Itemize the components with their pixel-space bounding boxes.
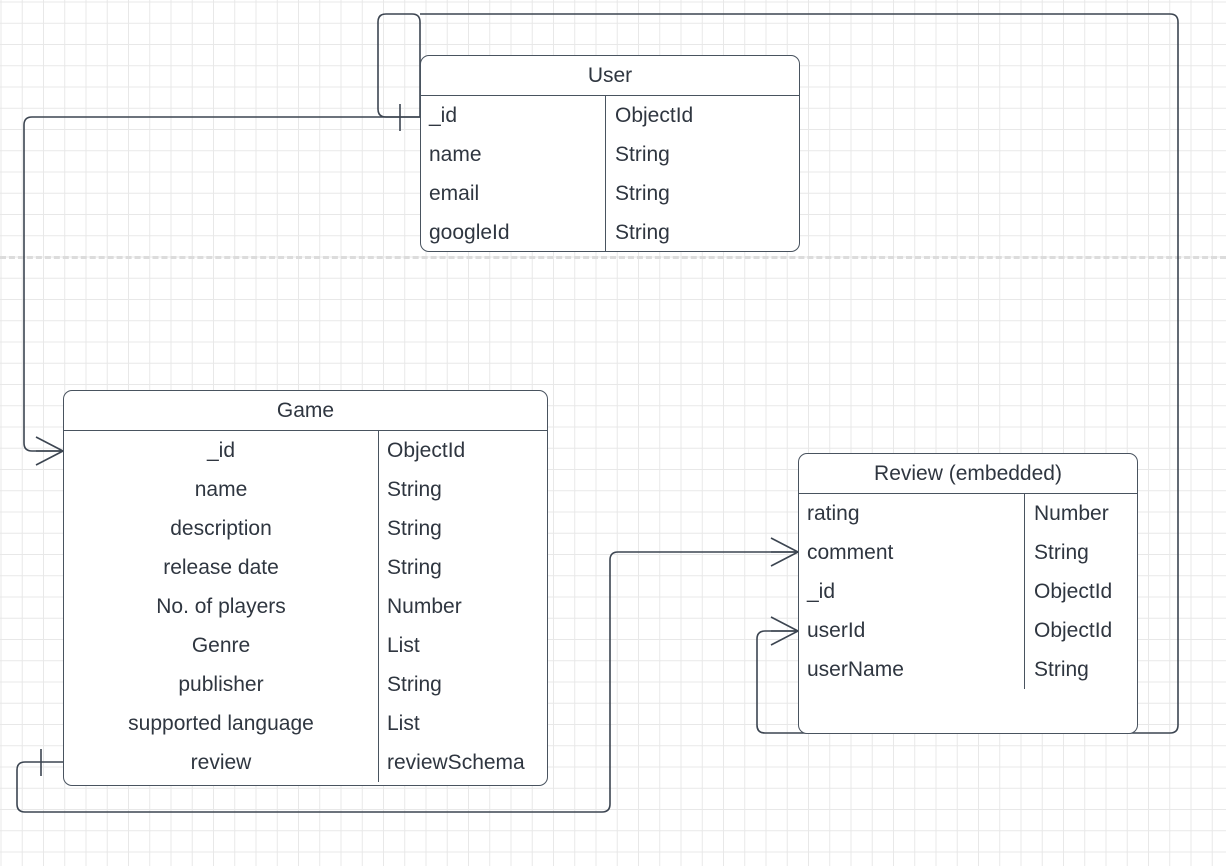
field-type: String: [1034, 657, 1089, 681]
field-name: email: [421, 174, 606, 213]
entity-review[interactable]: Review (embedded) rating Number comment …: [798, 453, 1138, 734]
entity-game-rows: _id ObjectId name String description Str…: [64, 431, 547, 782]
field-type: String: [387, 672, 442, 696]
field-type: ObjectId: [1034, 618, 1113, 642]
table-row[interactable]: name String: [64, 470, 547, 509]
field-type: Number: [387, 594, 462, 618]
table-row[interactable]: _id ObjectId: [799, 572, 1137, 611]
cardinality-many-crowsfoot-review-comment: [770, 537, 799, 567]
field-name: _id: [64, 431, 379, 470]
entity-game-title: Game: [64, 391, 547, 431]
field-name: release date: [64, 548, 379, 587]
field-type: String: [387, 516, 442, 540]
table-row[interactable]: email String: [421, 174, 799, 213]
field-name: Genre: [64, 626, 379, 665]
field-type: String: [387, 555, 442, 579]
field-name: _id: [421, 96, 606, 135]
field-name: comment: [799, 533, 1025, 572]
entity-user-title: User: [421, 56, 799, 96]
entity-review-rows: rating Number comment String _id ObjectI…: [799, 494, 1137, 689]
cardinality-many-crowsfoot-review-userid: [770, 616, 799, 646]
field-type: String: [615, 142, 670, 166]
entity-review-title: Review (embedded): [799, 454, 1137, 494]
table-row[interactable]: userId ObjectId: [799, 611, 1137, 650]
field-type: List: [387, 633, 420, 657]
field-type: String: [615, 181, 670, 205]
field-name: name: [64, 470, 379, 509]
table-row[interactable]: review reviewSchema: [64, 743, 547, 782]
field-type: String: [615, 220, 670, 244]
field-name: rating: [799, 494, 1025, 533]
table-row[interactable]: No. of players Number: [64, 587, 547, 626]
table-row[interactable]: comment String: [799, 533, 1137, 572]
field-name: userId: [799, 611, 1025, 650]
field-name: No. of players: [64, 587, 379, 626]
table-row[interactable]: Genre List: [64, 626, 547, 665]
field-name: _id: [799, 572, 1025, 611]
field-name: googleId: [421, 213, 606, 251]
entity-game[interactable]: Game _id ObjectId name String descriptio…: [63, 390, 548, 786]
field-type: List: [387, 711, 420, 735]
field-type: Number: [1034, 501, 1109, 525]
cardinality-many-crowsfoot-game: [35, 436, 64, 466]
table-row[interactable]: name String: [421, 135, 799, 174]
table-row[interactable]: release date String: [64, 548, 547, 587]
table-row[interactable]: _id ObjectId: [64, 431, 547, 470]
table-row[interactable]: rating Number: [799, 494, 1137, 533]
field-type: reviewSchema: [387, 750, 525, 774]
field-name: userName: [799, 650, 1025, 689]
field-name: supported language: [64, 704, 379, 743]
table-row[interactable]: supported language List: [64, 704, 547, 743]
entity-user-rows: _id ObjectId name String email String go…: [421, 96, 799, 251]
field-type: String: [387, 477, 442, 501]
field-name: description: [64, 509, 379, 548]
table-row[interactable]: googleId String: [421, 213, 799, 251]
entity-user[interactable]: User _id ObjectId name String email Stri…: [420, 55, 800, 252]
field-name: publisher: [64, 665, 379, 704]
table-row[interactable]: publisher String: [64, 665, 547, 704]
field-name: name: [421, 135, 606, 174]
table-row[interactable]: description String: [64, 509, 547, 548]
field-name: review: [64, 743, 379, 782]
field-type: ObjectId: [615, 103, 694, 127]
table-row[interactable]: userName String: [799, 650, 1137, 689]
page-break-line: [0, 256, 1226, 259]
field-type: String: [1034, 540, 1089, 564]
field-type: ObjectId: [387, 438, 466, 462]
field-type: ObjectId: [1034, 579, 1113, 603]
table-row[interactable]: _id ObjectId: [421, 96, 799, 135]
